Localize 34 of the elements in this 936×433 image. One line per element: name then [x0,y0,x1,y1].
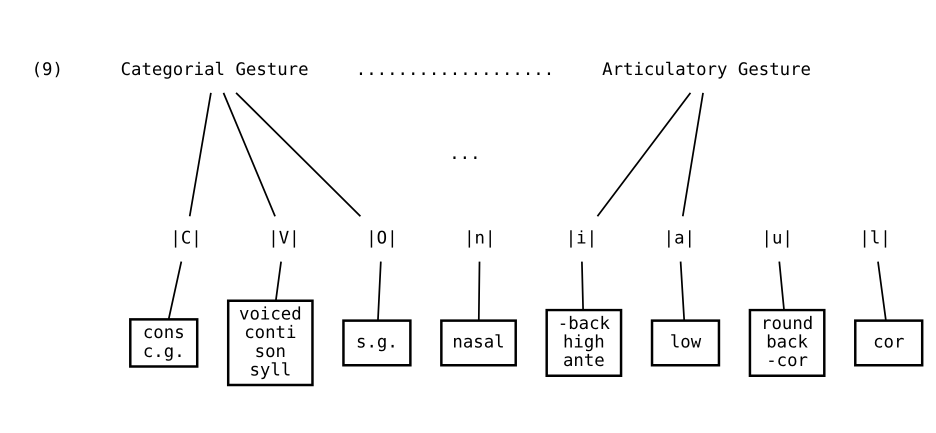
node-text: Categorial Gesture [120,60,309,80]
node-text: |C| [170,228,202,248]
node-text: |l| [859,228,891,248]
node-text: |V| [268,228,300,248]
node-box: -back high ante [545,308,622,377]
connector [188,92,212,216]
node-box: cons c.g. [129,318,198,368]
node-text: |O| [366,228,398,248]
connector [680,262,686,321]
connector [682,92,704,216]
node-box: cor [854,319,924,366]
connector [275,261,282,301]
node-text: |u| [762,228,793,248]
connector [168,261,182,320]
node-box: voiced conti son syll [226,300,314,386]
node-box: round back -cor [748,308,826,377]
node-text: |i| [566,228,598,248]
connector [778,262,785,310]
node-text: Articulatory Gesture [602,60,811,80]
label: ... [449,144,481,164]
connector [222,92,276,217]
node-box: s.g. [342,319,412,366]
node-box: low [650,319,720,366]
connector [877,261,887,321]
connector [478,262,480,320]
connector [377,262,382,321]
connector [581,262,584,310]
connector [596,92,692,217]
node-box: nasal [440,319,517,366]
label: (9) [32,60,63,80]
label: ................... [356,60,554,80]
node-text: |n| [464,228,496,248]
connector [235,92,362,217]
node-text: |a| [664,228,695,248]
